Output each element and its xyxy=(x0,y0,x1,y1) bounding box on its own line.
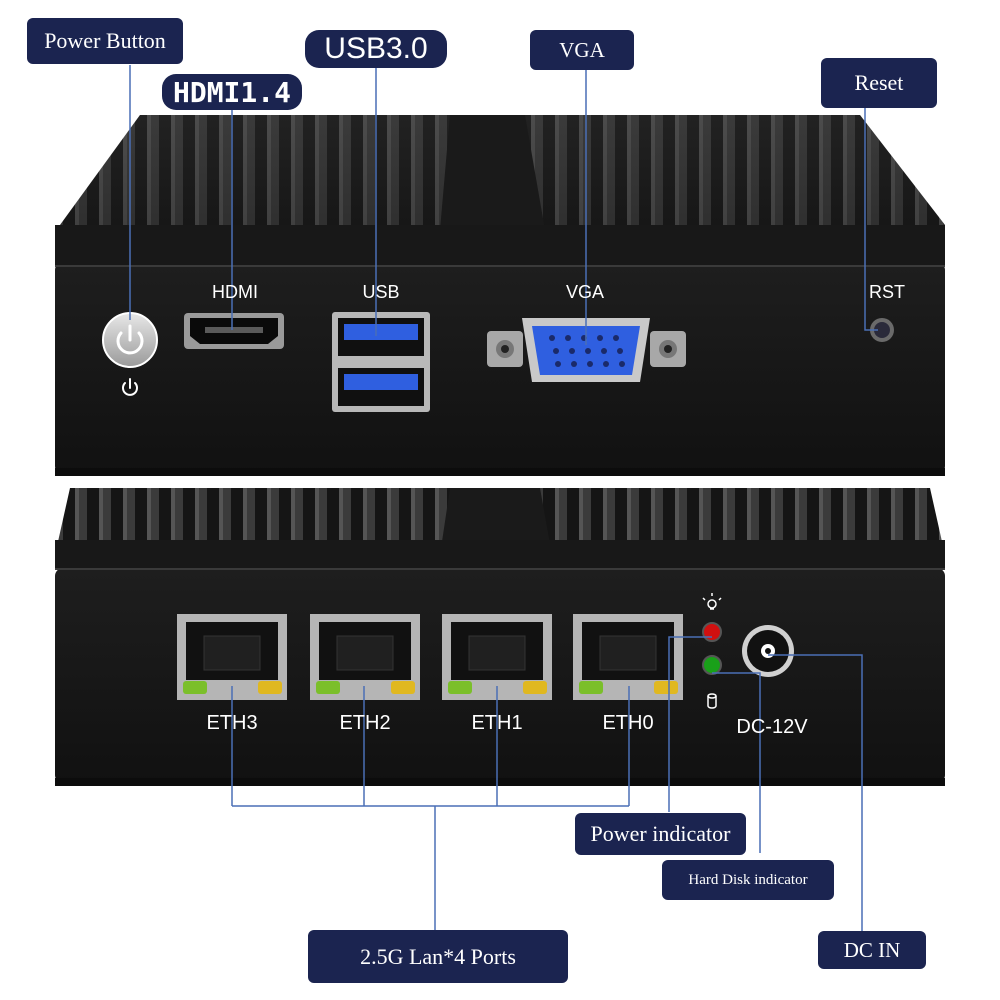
callout-usb: USB3.0 xyxy=(305,30,447,68)
hdmi-label: HDMI xyxy=(212,282,258,302)
eth1-label: ETH1 xyxy=(471,712,523,734)
dc-power-jack[interactable] xyxy=(742,625,794,677)
leader-lines xyxy=(129,65,878,932)
callout-hdd-indicator: Hard Disk indicator xyxy=(662,860,834,900)
lightbulb-icon xyxy=(702,593,722,610)
front-unit xyxy=(55,115,945,476)
ethernet-port-eth3[interactable] xyxy=(177,614,287,700)
eth2-label: ETH2 xyxy=(339,712,391,734)
vga-port[interactable] xyxy=(487,318,686,382)
eth0-label: ETH0 xyxy=(602,712,654,734)
callout-dc-in: DC IN xyxy=(818,931,926,969)
callout-reset: Reset xyxy=(821,58,937,108)
ethernet-port-eth2[interactable] xyxy=(310,614,420,700)
callout-hdmi: HDMI1.4 xyxy=(162,74,302,110)
vga-label: VGA xyxy=(565,282,604,302)
callout-power-indicator: Power indicator xyxy=(575,813,746,855)
eth3-label: ETH3 xyxy=(206,712,258,734)
power-icon xyxy=(122,378,138,396)
front-panel xyxy=(55,262,945,474)
dc-12v-label: DC-12V xyxy=(736,716,808,738)
usb-label: USB xyxy=(362,282,400,302)
hdmi-port[interactable] xyxy=(184,313,284,349)
power-button[interactable] xyxy=(102,312,158,368)
rear-unit xyxy=(55,488,945,786)
reset-pinhole[interactable] xyxy=(870,318,894,342)
callout-power-button: Power Button xyxy=(27,18,183,64)
drive-icon xyxy=(707,693,717,709)
hdd-led xyxy=(702,655,722,675)
rst-label: RST xyxy=(869,282,905,302)
callout-vga: VGA xyxy=(530,30,634,70)
ethernet-port-eth0[interactable] xyxy=(573,614,683,700)
power-icon xyxy=(116,324,144,355)
power-led xyxy=(702,622,722,642)
ethernet-port-eth1[interactable] xyxy=(442,614,552,700)
callout-lan-ports: 2.5G Lan*4 Ports xyxy=(308,930,568,983)
usb-port-stack[interactable] xyxy=(332,312,430,412)
